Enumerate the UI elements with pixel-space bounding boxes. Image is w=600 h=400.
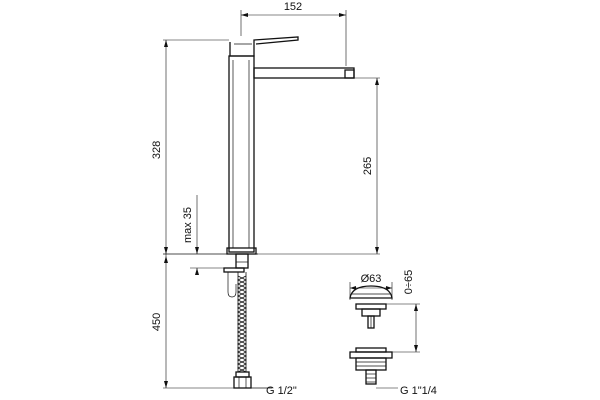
waste-adjust-label: 0÷65: [403, 270, 415, 294]
waste-cap: [349, 285, 393, 299]
spout-height-label: 265: [362, 157, 374, 175]
tap-thread-label: G 1/2": [266, 385, 297, 397]
dimension-spout-reach: 152: [240, 1, 347, 66]
lever-handle: [229, 36, 299, 57]
dimension-hose-length: 450: [151, 254, 234, 389]
dimension-waste-diameter: Ø63: [349, 273, 393, 300]
body-height-label: 328: [151, 141, 163, 159]
fixing-assembly: [223, 253, 249, 298]
faucet-body: [226, 55, 257, 255]
dimension-body-height: 328: [151, 39, 229, 254]
flexible-hose: [237, 272, 247, 373]
spout: [253, 67, 355, 79]
waste-top-flange: [355, 303, 387, 329]
waste-body: [349, 347, 393, 385]
hose-connector: [233, 371, 272, 389]
waste-thread-label: G 1"1/4: [400, 385, 437, 397]
max-deck-label: max 35: [182, 207, 194, 243]
waste-diameter-label: Ø63: [361, 273, 382, 285]
spout-reach-label: 152: [284, 1, 302, 13]
dimension-waste-adjust: 0÷65: [386, 270, 420, 353]
dimension-max-deck: max 35: [182, 195, 226, 275]
dimension-spout-height: 265: [256, 77, 380, 255]
hose-length-label: 450: [151, 313, 163, 331]
